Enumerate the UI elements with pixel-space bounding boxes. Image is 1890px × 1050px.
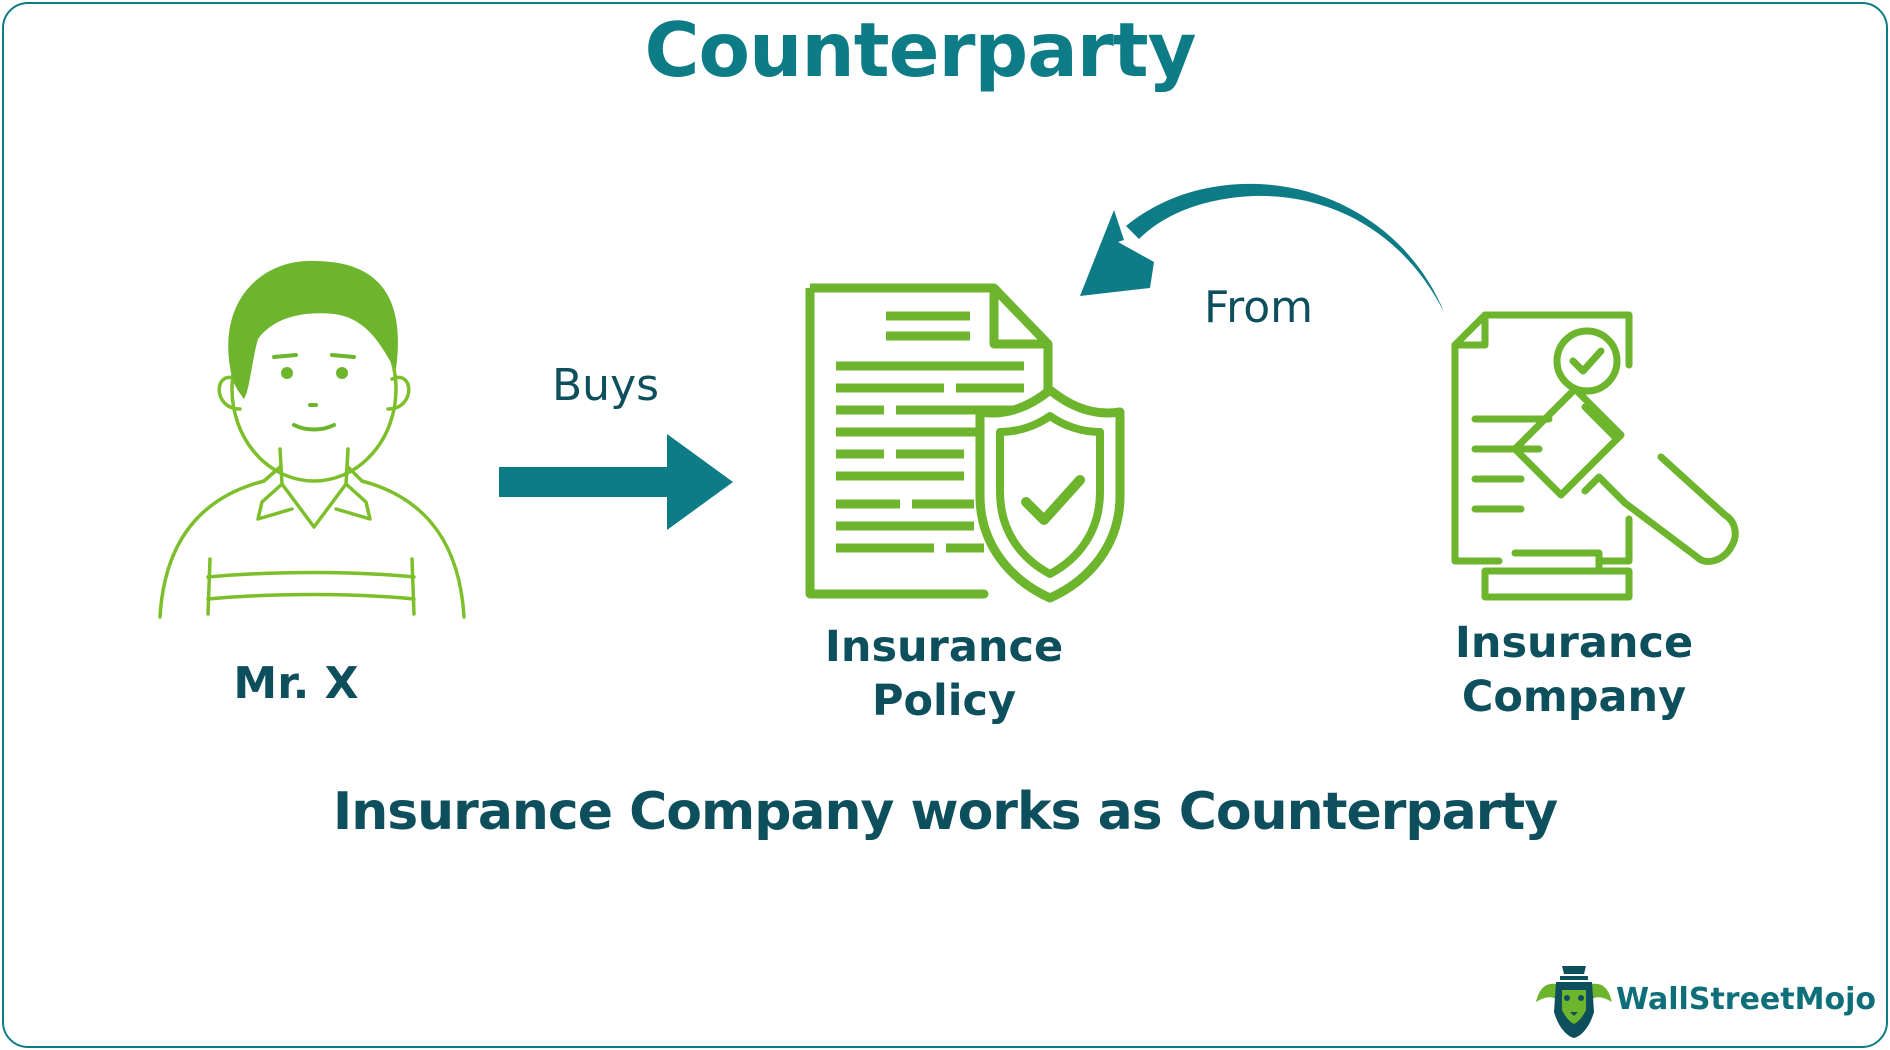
insurance-policy-label: Insurance Policy	[784, 620, 1104, 728]
company-label-line1: Insurance	[1454, 618, 1694, 668]
diagram-caption: Insurance Company works as Counterparty	[332, 782, 1558, 842]
insurance-company-label: Insurance Company	[1414, 616, 1734, 724]
company-label-line2: Company	[1461, 672, 1687, 722]
arrow-right-icon	[499, 434, 733, 530]
brand-name: WallStreetMojo	[1616, 982, 1876, 1017]
mr-x-label: Mr. X	[233, 658, 359, 709]
wallstreetmojo-logo-icon	[1536, 966, 1612, 1038]
policy-label-line2: Policy	[871, 676, 1017, 726]
curved-arrow-icon	[1080, 183, 1444, 312]
from-label: From	[1204, 282, 1314, 333]
person-icon	[158, 260, 466, 619]
page-title: Counterparty	[644, 6, 1196, 94]
policy-label-line1: Insurance	[824, 622, 1064, 672]
gavel-document-icon	[1451, 311, 1739, 601]
buys-label: Buys	[552, 360, 660, 411]
insurance-policy-icon	[805, 283, 1125, 603]
